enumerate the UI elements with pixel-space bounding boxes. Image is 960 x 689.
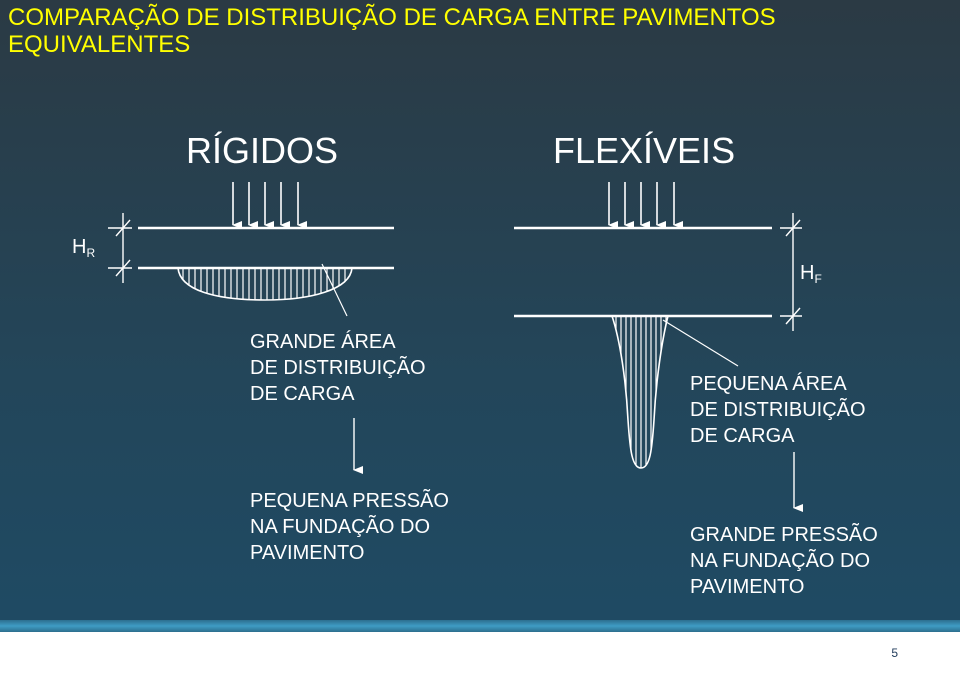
flexible-stress-bulb (611, 315, 669, 469)
rigid-leader-line (321, 263, 348, 317)
load-distribution-diagram (108, 182, 803, 512)
footer-accent-band (0, 620, 960, 632)
flexible-thickness-dimension (780, 213, 802, 331)
flexible-pressure-label: GRANDE PRESSÃO NA FUNDAÇÃO DO PAVIMENTO (690, 524, 878, 598)
rigid-thickness-label: HR (72, 236, 96, 260)
page-number: 5 (891, 646, 898, 660)
flexible-heading: FLEXÍVEIS (553, 130, 736, 171)
flexible-distribution-label: PEQUENA ÁREA DE DISTRIBUIÇÃO DE CARGA (690, 373, 866, 447)
slide-title: COMPARAÇÃO DE DISTRIBUIÇÃO DE CARGA ENTR… (8, 4, 776, 58)
footer (0, 632, 960, 689)
rigid-heading: RÍGIDOS (186, 130, 339, 171)
flexible-thickness-label: HF (800, 262, 822, 286)
flexible-load-arrows (608, 182, 683, 229)
rigid-load-arrows (232, 182, 307, 229)
rigid-pressure-label: PEQUENA PRESSÃO NA FUNDAÇÃO DO PAVIMENTO (250, 490, 449, 564)
flexible-leader-line (662, 319, 739, 367)
rigid-thickness-dimension (108, 213, 132, 283)
rigid-distribution-label: GRANDE ÁREA DE DISTRIBUIÇÃO DE CARGA (250, 331, 426, 405)
